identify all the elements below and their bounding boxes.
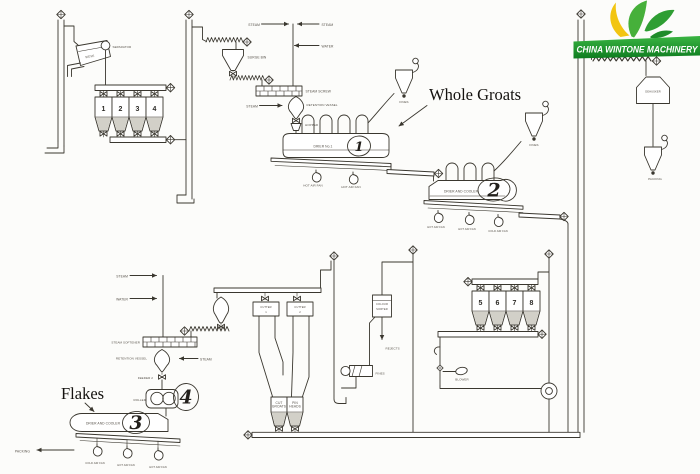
bin-number: 6 xyxy=(496,300,500,307)
fines-cyclone-1: FINES xyxy=(395,57,419,104)
sieve-label: SIEVE xyxy=(85,54,95,59)
cutter-2-number: 2 xyxy=(299,310,301,314)
drier-3-label: DRIER AND COOLER xyxy=(86,421,121,425)
retention-vessel-label: RETENTION VESSEL xyxy=(307,103,338,107)
drier-3-number: 3 xyxy=(129,412,142,434)
cutting-section: CUTTER 1 CUTTER 2 CUT GROATS PIN HEADS xyxy=(179,251,581,440)
water-in-label: WATER xyxy=(116,297,128,301)
drier-3: DRIER AND COOLER 3 COLD AIR FAN HOT AIR … xyxy=(69,411,181,469)
logo-banner xyxy=(573,36,700,59)
leaf-green-mid-icon xyxy=(644,9,675,32)
aspirator: FINES xyxy=(340,365,385,377)
blower-line: BLOWER xyxy=(433,336,558,433)
flakes-text: Flakes xyxy=(61,384,104,403)
steam-branch-label: STEAM xyxy=(322,23,334,27)
dehusker: DEHUSKER xyxy=(636,76,670,104)
packing-label: PACKING xyxy=(648,177,662,181)
bin-number: 8 xyxy=(530,300,534,307)
flaking-section: STEAM WATER STEAM SOFTENER RETENTION VES… xyxy=(15,273,212,469)
drier-1-number: 1 xyxy=(354,140,363,155)
cutting-feed-hopper xyxy=(212,296,230,324)
steam-in-label: STEAM xyxy=(248,23,260,27)
cut-groats-label-2: GROATS xyxy=(272,405,287,409)
colour-sorter-label-1: COLOUR xyxy=(376,302,388,306)
surge-bin-label: SURGE BIN xyxy=(248,56,267,60)
grading-bins-5-8: 5 6 7 8 xyxy=(437,249,554,384)
bin-number: 5 xyxy=(479,300,483,307)
cold-air-fan-label: COLD AIR FAN xyxy=(85,461,104,465)
flaking-roller: ROLLER 4 xyxy=(134,380,199,417)
feeder-2-label: FEEDER 2 xyxy=(138,376,154,380)
right-elevators: DEHUSKER PACKING xyxy=(567,9,670,433)
cutter-2-label: CUTTER xyxy=(294,305,305,309)
hot-air-fan-label: HOT AIR FAN xyxy=(458,227,476,231)
steam-vessel2-label: STEAM xyxy=(200,357,212,361)
drier-1: FINES DRIER No.1 1 HOT AIR FAN HOT AIR F… xyxy=(270,57,444,189)
water-branch-label: WATER xyxy=(322,44,334,48)
elevator-left xyxy=(44,9,79,154)
company-name: CHINA WINTONE MACHINERY xyxy=(577,45,699,55)
rejects-label: REJECTS xyxy=(386,347,400,351)
steam-screw-label: STEAM SCREW xyxy=(306,90,332,94)
hot-air-fan-label: HOT AIR FAN xyxy=(303,184,323,188)
whole-groats-text: Whole Groats xyxy=(429,85,521,104)
steam-in-label: STEAM xyxy=(116,274,128,278)
colour-sorter-line: COLOUR SORTER REJECTS FINES xyxy=(340,245,418,433)
cutter-1-number: 1 xyxy=(265,310,267,314)
steam-softener-conditioner: STEAM SOFTENER xyxy=(111,336,198,348)
blower-label: BLOWER xyxy=(455,378,469,382)
leaf-green-dark-icon xyxy=(650,30,673,39)
cutter-1-label: CUTTER xyxy=(260,305,271,309)
hot-air-fan-label: HOT AIR FAN xyxy=(149,465,167,469)
retention-vessel-1 xyxy=(287,96,305,120)
packing-out-label: PACKING xyxy=(15,449,31,453)
company-logo: CHINA WINTONE MACHINERY xyxy=(573,0,700,59)
fines-label: FINES xyxy=(529,143,538,147)
separator-label: SEPARATOR xyxy=(113,45,132,49)
retention-vessel-label: RETENTION VESSEL xyxy=(116,357,147,361)
drier-2-label: DRIER AND COOLER xyxy=(444,190,479,194)
grading-bins-1-4: 1 2 3 4 xyxy=(94,83,187,145)
dehusker-label: DEHUSKER xyxy=(645,90,661,94)
bin-number: 2 xyxy=(119,106,123,113)
cold-air-fan-label: COLD AIR FAN xyxy=(488,229,507,233)
bin-number: 1 xyxy=(102,106,106,113)
packing-cyclone: PACKING xyxy=(644,134,668,181)
fines-label: FINES xyxy=(399,100,408,104)
hot-air-fan-label: HOT AIR FAN xyxy=(117,463,135,467)
bin-number: 4 xyxy=(153,106,157,113)
leaf-green-icon xyxy=(628,0,647,38)
steaming-line: SURGE BIN STEAM STEAM WATER STEAM SCREW … xyxy=(205,21,338,134)
bin-number: 3 xyxy=(136,106,140,113)
drier-2-number: 2 xyxy=(486,180,500,202)
drier-1-label: DRIER No.1 xyxy=(314,145,333,149)
flakes-annotation: Flakes xyxy=(61,384,104,412)
roller-label: ROLLER xyxy=(134,398,147,402)
elevator-2 xyxy=(176,9,207,204)
roller-number: 4 xyxy=(179,387,192,409)
colour-sorter-label-2: SORTER xyxy=(376,307,388,311)
pin-heads-label-1: PIN xyxy=(292,401,298,405)
steam-softener-label: STEAM SOFTENER xyxy=(111,341,140,345)
hot-air-fan-label: HOT AIR FAN xyxy=(427,225,445,229)
retention-vessel-2 xyxy=(153,349,171,373)
hopper-shape xyxy=(290,123,302,131)
fines-cyclone-2: FINES xyxy=(525,100,549,147)
steam-vessel-label: STEAM xyxy=(246,104,258,108)
pin-heads-label-2: HEADS xyxy=(289,405,301,409)
whole-groats-annotation: Whole Groats xyxy=(398,85,521,127)
steam-screw-conditioner: STEAM SCREW xyxy=(255,85,332,97)
hot-air-fan-label: HOT AIR FAN xyxy=(341,185,361,189)
sieve-separator: SIEVE SEPARATOR xyxy=(67,40,132,86)
leaf-yellow-icon xyxy=(610,2,630,37)
bin-number: 7 xyxy=(513,300,517,307)
fines-label: FINES xyxy=(376,372,385,376)
drier-2: FINES DRIER AND COOLER 2 HOT AIR FAN HOT… xyxy=(423,100,569,233)
hopper-label: HOPPER xyxy=(305,123,319,127)
cut-groats-label-1: CUT xyxy=(275,401,282,405)
